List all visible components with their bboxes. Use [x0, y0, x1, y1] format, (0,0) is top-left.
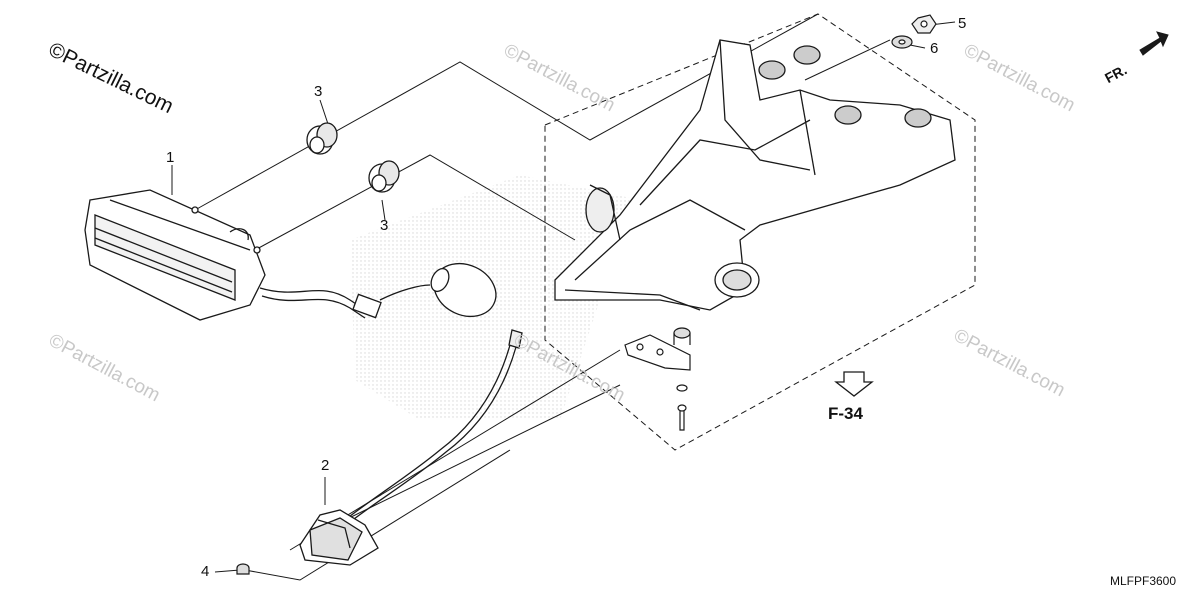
- washer-part-6: [891, 35, 913, 49]
- grommet-lower: [368, 160, 400, 193]
- callout-3-upper: 3: [314, 83, 323, 100]
- grommet-upper: [306, 122, 338, 155]
- callout-4: 4: [201, 563, 210, 580]
- screw-part-4: [236, 563, 250, 575]
- tail-light-assembly: [84, 189, 497, 321]
- callout-3-lower: 3: [380, 217, 389, 234]
- callout-1: 1: [166, 149, 175, 166]
- front-direction-arrow: [1139, 31, 1169, 56]
- reference-arrow: [834, 371, 874, 397]
- callout-6: 6: [930, 40, 939, 57]
- license-light-assembly: [299, 329, 523, 566]
- diagram-code: MLFPF3600: [1110, 574, 1177, 588]
- rear-fender-bracket: [554, 39, 956, 311]
- callout-5: 5: [958, 15, 967, 32]
- nut-part-5: [911, 14, 937, 34]
- license-light-bracket: [624, 327, 691, 431]
- callout-2: 2: [321, 457, 330, 474]
- reference-label: F-34: [828, 404, 863, 423]
